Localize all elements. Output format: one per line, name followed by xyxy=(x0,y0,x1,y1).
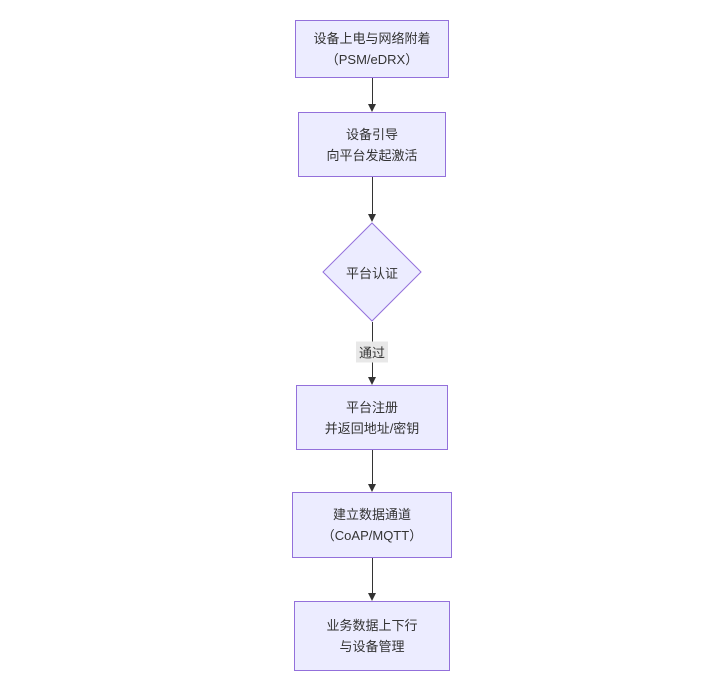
arrowhead-down-icon xyxy=(368,214,376,222)
node-business-data-line1: 业务数据上下行 xyxy=(326,618,418,633)
edge-line xyxy=(371,450,373,484)
node-business-data-line2: 与设备管理 xyxy=(339,639,405,654)
node-platform-auth: 平台认证 xyxy=(322,222,422,322)
edge-line xyxy=(371,177,373,214)
node-data-channel-line1: 建立数据通道 xyxy=(332,507,411,522)
node-platform-register: 平台注册 并返回地址/密钥 xyxy=(296,385,448,450)
arrowhead-down-icon xyxy=(368,484,376,492)
node-bootstrap-line1: 设备引导 xyxy=(345,126,398,142)
edge-power-to-bootstrap xyxy=(367,78,377,112)
node-power-attach: 设备上电与网络附着 （PSM/eDRX） xyxy=(295,20,449,78)
node-power-attach-line2: （PSM/eDRX） xyxy=(325,52,419,67)
arrowhead-down-icon xyxy=(368,104,376,112)
node-bootstrap-line2: 向平台发起激活 xyxy=(326,147,418,163)
node-bootstrap: 设备引导 向平台发起激活 xyxy=(298,112,446,177)
node-data-channel: 建立数据通道 （CoAP/MQTT） xyxy=(292,492,452,558)
node-power-attach-line1: 设备上电与网络附着 xyxy=(313,31,431,46)
edge-channel-to-business xyxy=(367,558,377,601)
arrowhead-down-icon xyxy=(368,593,376,601)
edge-line xyxy=(371,78,373,104)
node-platform-auth-label: 平台认证 xyxy=(345,265,398,281)
edge-register-to-channel xyxy=(367,450,377,492)
node-business-data: 业务数据上下行 与设备管理 xyxy=(294,601,450,671)
node-data-channel-line2: （CoAP/MQTT） xyxy=(321,528,423,543)
edge-label-pass: 通过 xyxy=(355,341,389,363)
arrowhead-down-icon xyxy=(368,377,376,385)
node-platform-register-line1: 平台注册 xyxy=(345,399,398,415)
edge-line xyxy=(371,558,373,593)
edge-bootstrap-to-auth xyxy=(367,177,377,222)
diamond-shape xyxy=(322,222,422,322)
node-platform-register-line2: 并返回地址/密钥 xyxy=(324,420,420,436)
